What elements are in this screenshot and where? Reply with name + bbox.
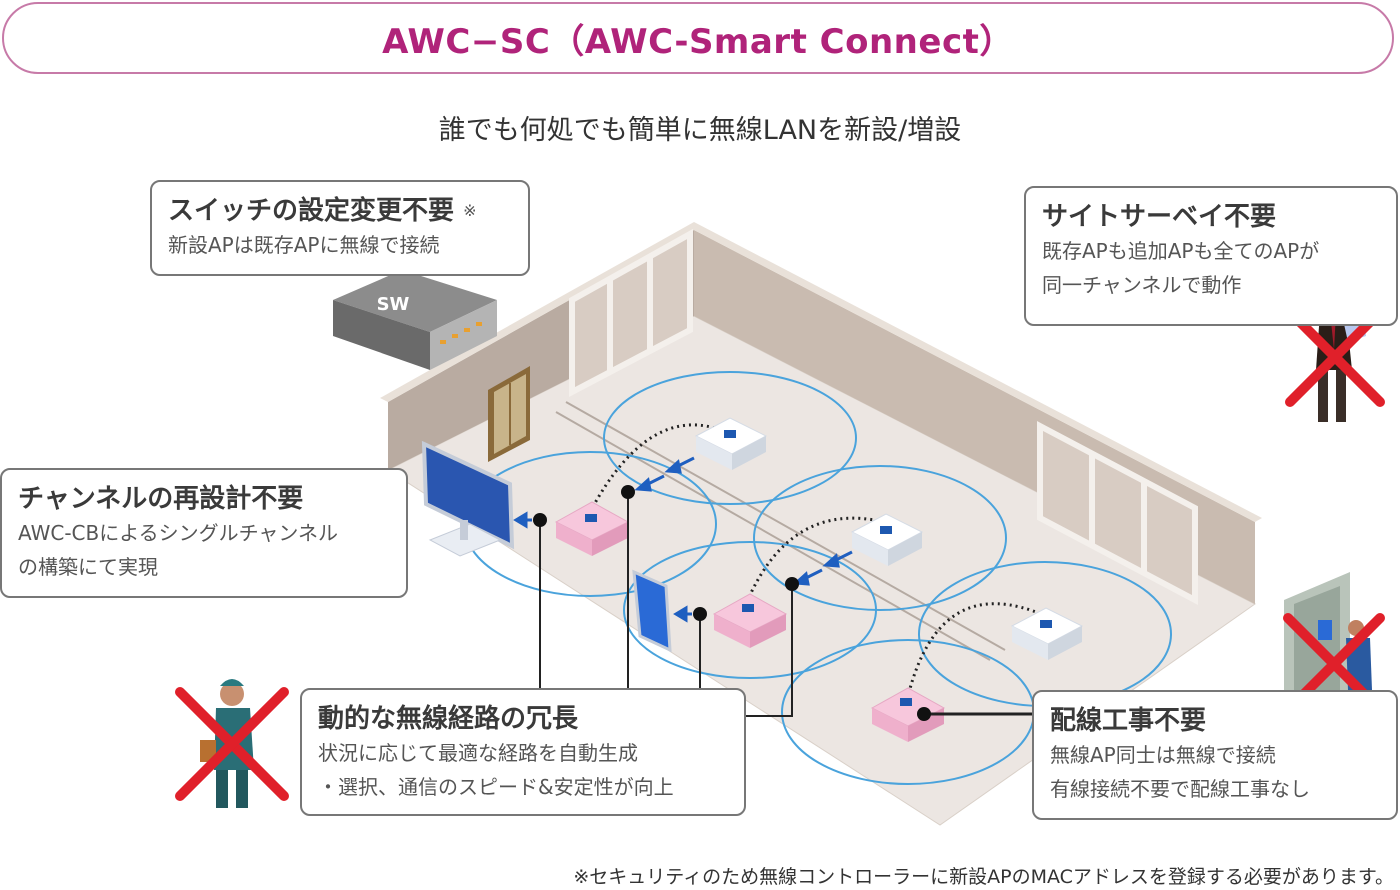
title-banner: AWC−SC（AWC-Smart Connect）	[2, 2, 1394, 74]
callout-heading: チャンネルの再設計不要	[18, 484, 304, 514]
existing-ap-icon	[850, 513, 924, 566]
callout-heading: スイッチの設定変更不要	[168, 196, 455, 226]
switch-label: SW	[377, 294, 410, 315]
callout-text: 状況に応じて最適な経路を自動生成	[318, 741, 638, 765]
existing-ap-icon	[1010, 607, 1084, 660]
callout-site-survey: サイトサーベイ不要 既存APも追加APも全てのAPが 同一チャンネルで動作	[1024, 186, 1398, 326]
footnote-mark: ※	[463, 201, 477, 220]
subtitle: 誰でも何処でも簡単に無線LANを新設/増設	[438, 115, 962, 146]
window-right	[1037, 421, 1198, 605]
callout-text: 同一チャンネルで動作	[1042, 273, 1242, 297]
switch-icon: SW	[333, 270, 497, 370]
tablet-icon	[632, 569, 672, 653]
callout-channel-redesign: チャンネルの再設計不要 AWC-CBによるシングルチャンネル の構築にて実現	[0, 468, 408, 598]
footnote: ※セキュリティのため無線コントローラーに新設APのMACアドレスを登録する必要が…	[573, 866, 1394, 888]
callout-text: AWC-CBによるシングルチャンネル	[18, 521, 339, 545]
callout-text: 新設APは既存APに無線で接続	[168, 233, 440, 257]
callout-route-redundancy: 動的な無線経路の冗長 状況に応じて最適な経路を自動生成 ・選択、通信のスピード&…	[300, 688, 746, 816]
callout-text: 既存APも追加APも全てのAPが	[1042, 239, 1320, 263]
callout-switch-config: スイッチの設定変更不要 ※ 新設APは既存APに無線で接続	[150, 180, 530, 276]
callout-wiring-work: 配線工事不要 無線AP同士は無線で接続 有線接続不要で配線工事なし	[1032, 690, 1398, 820]
cross-mark-icon	[1285, 307, 1385, 407]
window-left	[569, 228, 693, 397]
page-title: AWC−SC（AWC-Smart Connect）	[382, 21, 1014, 62]
callout-text: 有線接続不要で配線工事なし	[1050, 777, 1310, 801]
wireless-links	[588, 423, 1047, 697]
callout-text: 無線AP同士は無線で接続	[1050, 743, 1276, 767]
cross-mark-icon	[175, 687, 289, 801]
door-icon	[488, 366, 530, 462]
callout-text: の構築にて実現	[18, 555, 158, 579]
existing-ap-icon	[694, 417, 768, 470]
new-ap-icon	[554, 501, 630, 556]
callout-heading: 配線工事不要	[1050, 706, 1207, 736]
signal-arrows	[513, 456, 853, 623]
new-ap-icon	[712, 593, 788, 648]
callout-text: ・選択、通信のスピード&安定性が向上	[318, 775, 674, 799]
callout-heading: 動的な無線経路の冗長	[318, 704, 579, 734]
monitor-icon	[421, 440, 515, 557]
callout-heading: サイトサーベイ不要	[1042, 202, 1277, 232]
